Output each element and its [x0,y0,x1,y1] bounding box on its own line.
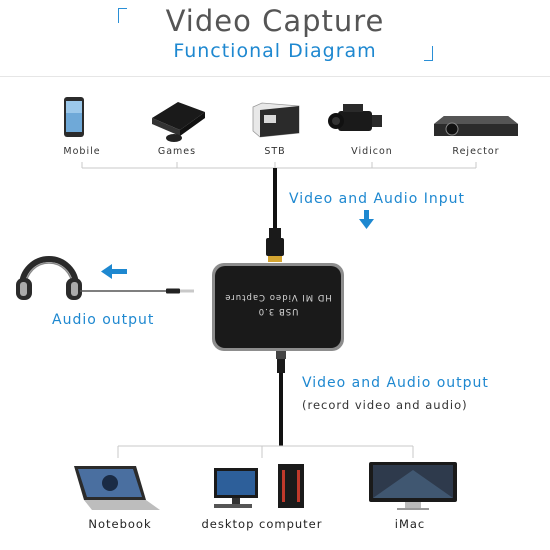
capture-device-body [212,263,344,351]
device-label-stb: STB [264,146,286,157]
audio-output-arrow-icon [101,264,127,279]
input-label: Video and Audio Input [289,191,465,207]
page-subtitle: Functional Diagram [173,40,377,62]
header-divider [0,76,550,77]
laptop-icon [74,466,160,510]
hdmi-cable [266,168,284,262]
title-bracket-left [118,8,127,23]
usb-cable [276,351,286,446]
input-arrow-icon [359,210,374,229]
video-camera-icon [328,104,382,131]
device-label-games: Games [157,146,197,157]
output-connector-lines [117,445,414,458]
device-label-mobile: Mobile [63,146,101,157]
desktop-computer-icon [214,464,304,508]
imac-icon [369,462,457,510]
headphones-icon [16,256,82,300]
smartphone-icon [64,97,84,137]
computer-label-notebook: Notebook [88,517,152,531]
page-title: Video Capture [165,4,385,38]
projector-icon [434,116,518,136]
computer-label-desktop: desktop computer [201,517,323,531]
audio-output-label: Audio output [52,312,155,328]
audio-cable [80,288,194,294]
game-console-icon [152,102,205,142]
title-bracket-right [424,46,433,61]
device-model-text: HD MI Video Capture [224,292,332,302]
source-connector-lines [81,162,477,169]
device-label-rejector: Rejector [452,146,500,157]
device-usb-text: USB 3.0 [257,306,299,316]
computer-label-imac: iMac [394,517,426,531]
set-top-box-icon [252,102,300,138]
output-sublabel: (record video and audio) [302,398,468,412]
output-label: Video and Audio output [302,375,489,391]
device-label-vidicon: Vidicon [351,146,393,157]
